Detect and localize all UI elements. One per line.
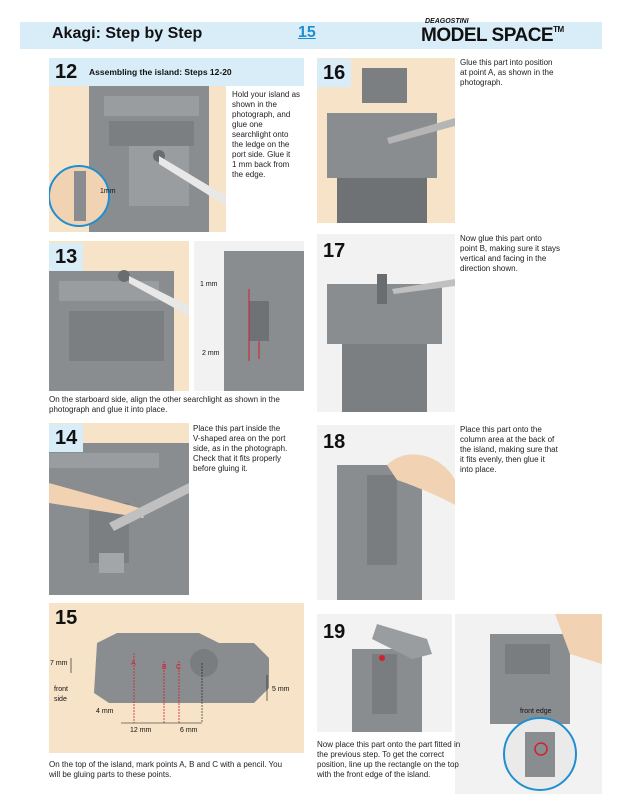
step-15-side-label: side [54,696,67,703]
step-15-front-label: front [54,686,69,693]
step-14-photo [49,423,189,595]
logo-small-text: DEAGOSTINI [425,18,469,25]
step-15-measure-4mm: 4 mm [96,708,114,715]
step-15-point-b: B [162,664,167,671]
step-15-measure-7mm: 7 mm [50,660,68,667]
step-15-measure-6mm: 6 mm [180,727,198,734]
step-13-caption: On the starboard side, align the other s… [49,395,280,414]
step-12-measure: 1mm [100,188,116,195]
step-12-title-bar: Assembling the island: Steps 12-20 [49,58,304,86]
step-19-photo-left [317,614,452,732]
brand-logo: DEAGOSTINI MODEL SPACETM [405,18,605,50]
step-15-measure-5mm: 5 mm [272,686,290,693]
step-13-measure-top: 1 mm [200,281,218,288]
step-12-photo [49,86,226,232]
step-12-title: Assembling the island: Steps 12-20 [89,67,232,77]
step-15-measure-12mm: 12 mm [130,727,152,734]
logo-main-text: MODEL SPACETM [421,25,564,46]
step-19-number: 19 [323,621,346,643]
step-17-number: 17 [323,240,346,262]
step-19-photo-right [455,614,602,794]
step-13-measure-bottom: 2 mm [202,350,220,357]
page-header: Akagi: Step by Step 15 [20,22,602,49]
page-number: 15 [298,24,316,41]
step-14-number: 14 [49,424,84,452]
step-16-number: 16 [317,59,352,87]
step-15-photo [49,603,304,753]
step-15-number: 15 [55,607,78,629]
step-15-point-a: A [131,660,136,667]
page-title: Akagi: Step by Step [52,25,203,42]
step-17-photo [317,234,455,412]
step-13-number: 13 [49,243,84,271]
step-19-caption: Now place this part onto the part fitted… [317,740,461,779]
step-15-point-c: C [176,664,182,671]
step-19-front-edge-label: front edge [520,708,552,715]
step-18-number: 18 [323,431,346,453]
step-18-photo [317,425,455,600]
step-12-number: 12 [55,61,78,83]
step-13-photo-right [194,241,304,391]
step-15-caption: On the top of the island, mark points A,… [49,760,283,779]
